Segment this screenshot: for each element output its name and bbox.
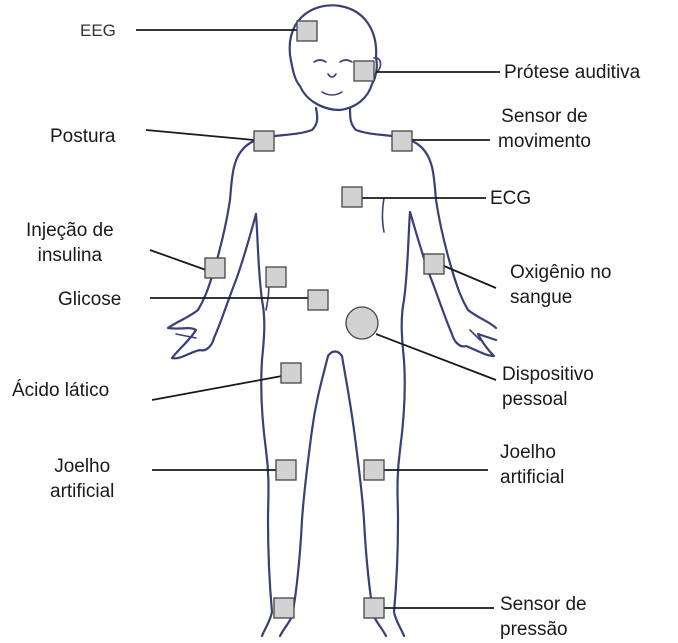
label-eeg: EEG [80,21,116,40]
foot-left-sensor [273,597,295,619]
label-motion-line1: Sensor de [501,106,588,127]
label-insulin: Injeção de insulina [26,218,114,268]
label-oxygen-line1: Oxigênio no [510,262,612,283]
lactic-acid-sensor [280,362,302,384]
label-knee-right: Joelho artificial [500,440,564,490]
abdomen-sensor [265,266,287,288]
label-glucose: Glicose [58,289,122,310]
foot-right-sensor [363,597,385,619]
sensor-markers [204,20,445,619]
label-motion-sensor: Sensor de movimento [498,104,591,154]
leader-lines [136,29,500,609]
label-device-line1: Dispositivo [502,364,594,385]
label-knee-right-line2: artificial [500,467,565,488]
label-knee-left: Joelho artificial [50,454,114,504]
label-pressure-line1: Sensor de [500,594,587,615]
label-lactic-acid: Ácido lático [12,380,110,401]
personal-device-sensor [345,306,379,340]
ecg-sensor [341,186,363,208]
label-oxygen-line2: sangue [510,287,573,308]
label-oxygen: Oxigênio no sangue [510,260,611,310]
label-hearing-aid: Prótese auditiva [504,62,641,83]
glucose-sensor [307,289,329,311]
label-motion-line2: movimento [498,131,591,152]
human-body-outline [166,4,498,638]
label-personal-device: Dispositivo pessoal [502,362,594,412]
label-pressure-sensor: Sensor de pressão [500,592,587,642]
insulin-sensor [204,257,226,279]
label-posture: Postura [50,126,116,147]
label-pressure-line2: pressão [500,619,568,640]
hearing-aid-sensor [353,60,375,82]
oxygen-sensor [423,253,445,275]
knee-left-sensor [275,459,297,481]
knee-right-sensor [363,459,385,481]
label-knee-right-line1: Joelho [500,442,556,463]
motion-sensor [391,130,413,152]
label-insulin-line1: Injeção de [26,220,114,241]
eeg-sensor [296,20,318,42]
posture-sensor [253,130,275,152]
label-insulin-line2: insulina [37,245,103,266]
label-knee-left-line2: artificial [50,481,115,502]
label-ecg: ECG [490,188,532,209]
label-device-line2: pessoal [502,389,568,410]
label-knee-left-line1: Joelho [54,456,111,477]
